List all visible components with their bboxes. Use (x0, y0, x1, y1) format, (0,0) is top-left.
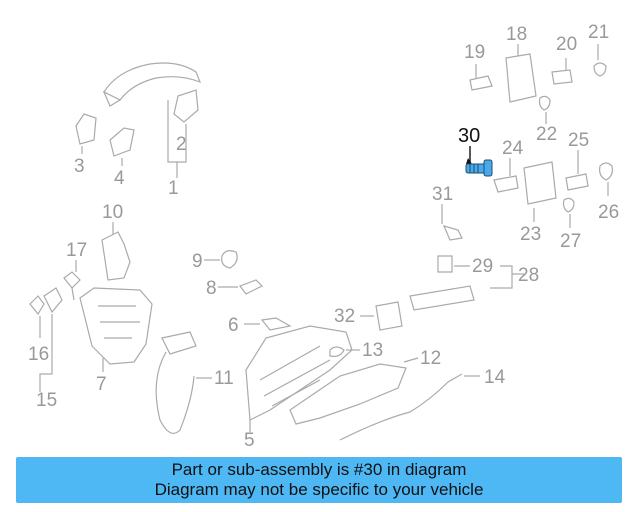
callout-20: 20 (556, 34, 577, 55)
cable-group (155, 250, 292, 434)
callout-7: 7 (96, 374, 107, 395)
banner-line-2: Diagram may not be specific to your vehi… (154, 480, 484, 499)
callout-29: 29 (472, 256, 493, 277)
callout-28: 28 (518, 265, 539, 286)
exterior-handle-group (75, 62, 202, 178)
callout-5: 5 (244, 430, 255, 451)
callout-30: 30 (458, 125, 480, 147)
callout-2: 2 (176, 134, 187, 155)
callout-31: 31 (432, 184, 453, 205)
hinge-group (441, 44, 613, 241)
callout-1: 1 (168, 178, 179, 199)
callout-22: 22 (536, 124, 557, 145)
callout-15: 15 (36, 390, 57, 411)
callout-3: 3 (74, 156, 85, 177)
callout-25: 25 (568, 130, 589, 151)
callout-16: 16 (28, 344, 49, 365)
part-30-head (483, 159, 493, 177)
callout-24: 24 (502, 138, 524, 159)
callout-14: 14 (484, 367, 506, 388)
callout-8: 8 (206, 278, 217, 299)
part-30-bolt (465, 146, 493, 177)
callout-23: 23 (520, 224, 541, 245)
callout-21: 21 (588, 22, 609, 43)
callout-10: 10 (102, 202, 123, 223)
callout-17: 17 (66, 240, 87, 261)
callout-26: 26 (598, 202, 619, 223)
checker-group (360, 255, 524, 331)
callout-27: 27 (560, 231, 581, 252)
callout-18: 18 (506, 24, 527, 45)
info-banner: Part or sub-assembly is #30 in diagram D… (16, 457, 622, 503)
callout-4: 4 (114, 168, 125, 189)
banner-line-1: Part or sub-assembly is #30 in diagram (171, 460, 467, 479)
callout-13: 13 (362, 340, 383, 361)
inner-panel-group (245, 325, 480, 441)
callout-labels: 1 2 3 4 5 6 7 8 9 10 11 12 13 14 15 16 1… (28, 22, 619, 451)
callout-12: 12 (420, 348, 441, 369)
callout-32: 32 (334, 306, 355, 327)
callout-9: 9 (192, 251, 203, 272)
callout-6: 6 (228, 315, 239, 336)
callout-11: 11 (214, 368, 234, 389)
latch-group (29, 222, 153, 392)
callout-19: 19 (464, 42, 485, 63)
part-30-shank (465, 163, 487, 174)
